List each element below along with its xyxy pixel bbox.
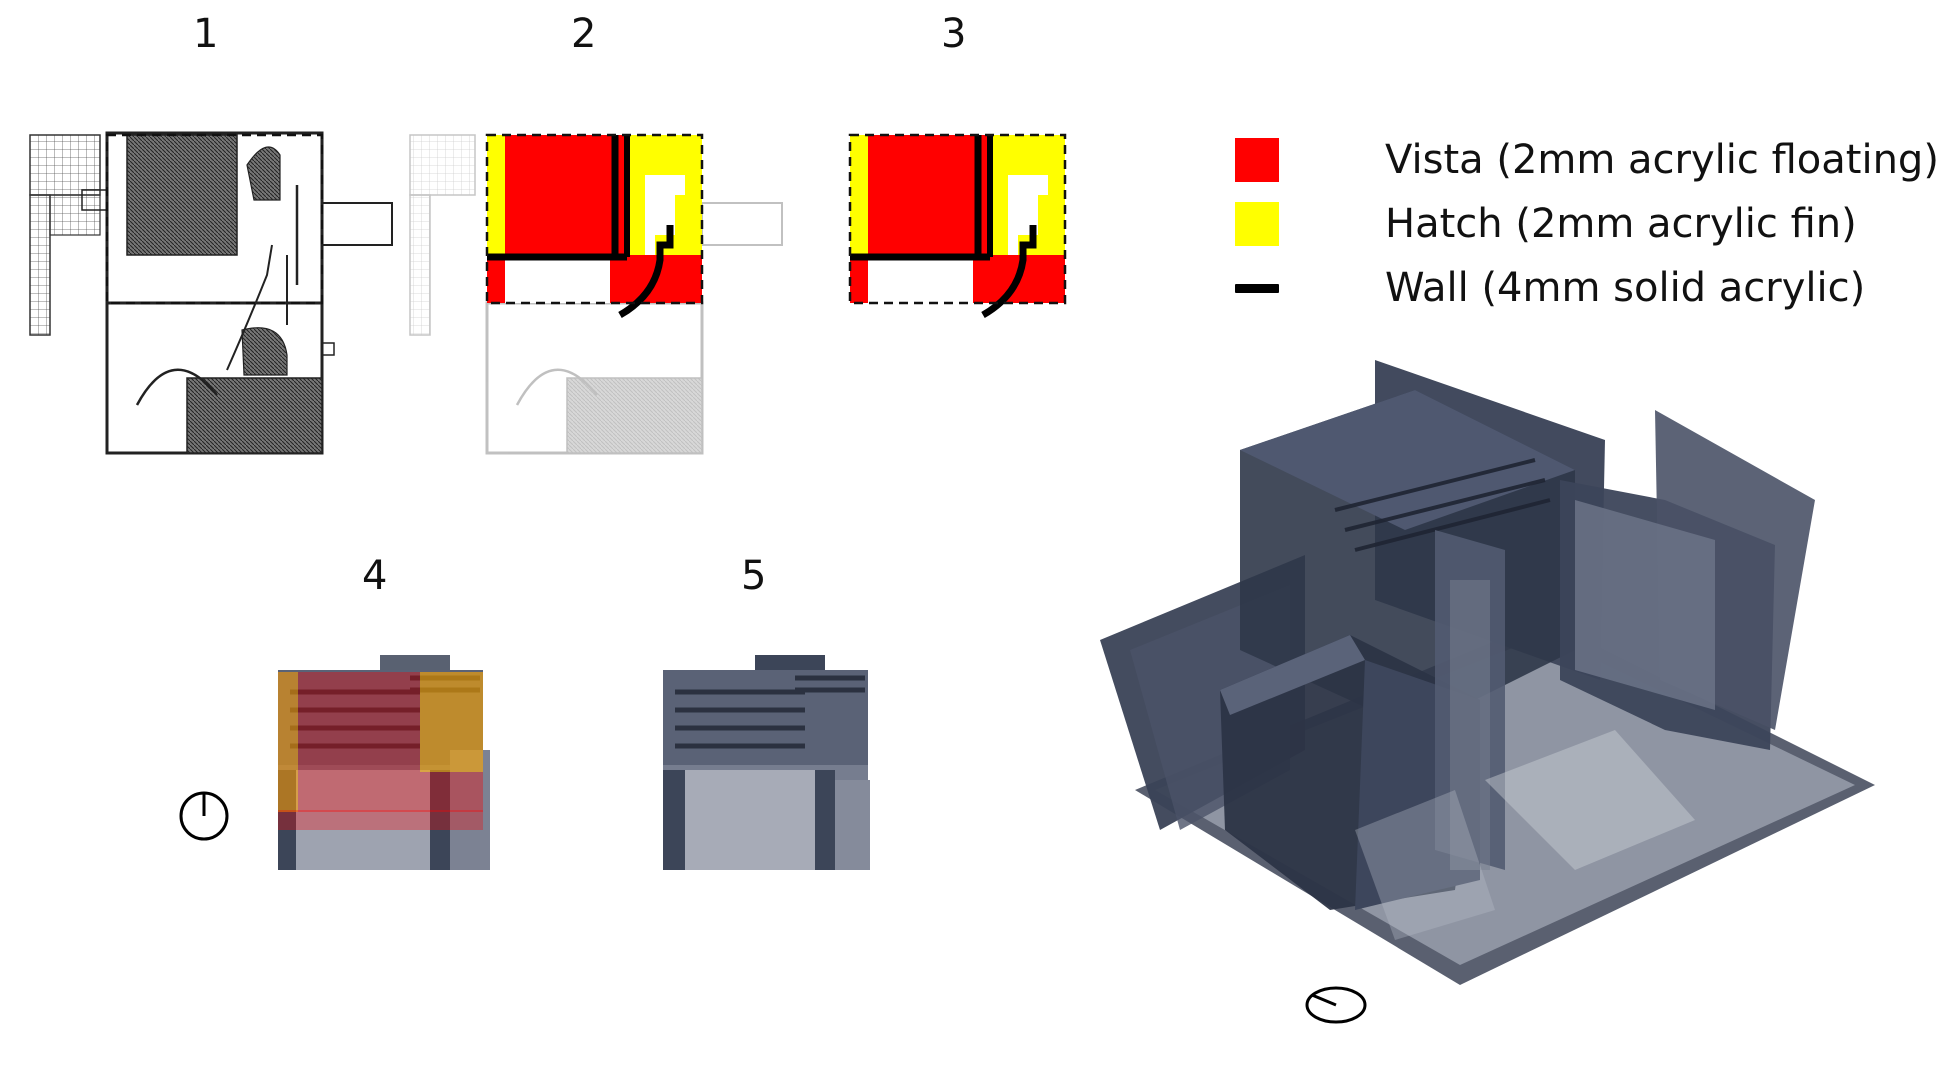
plan-overlay-diagram — [405, 125, 805, 465]
acrylic-model-photo — [1095, 350, 1885, 990]
panel-label-3: 3 — [941, 11, 967, 57]
floor-plan-drawing — [22, 125, 442, 465]
wall-swatch — [1235, 284, 1279, 293]
isolated-overlay-diagram — [848, 125, 1078, 325]
legend-item-hatch: Hatch (2mm acrylic fin) — [1235, 198, 1925, 248]
model-top-view — [645, 650, 885, 875]
hatch-swatch — [1235, 202, 1279, 246]
vista-swatch — [1235, 138, 1279, 182]
panel-label-2: 2 — [571, 11, 597, 57]
legend-item-wall: Wall (4mm solid acrylic) — [1235, 262, 1925, 312]
model-top-view-overlay — [270, 650, 510, 875]
north-arrow-icon — [178, 790, 230, 846]
legend-label-hatch: Hatch (2mm acrylic fin) — [1385, 201, 1857, 247]
panel-label-1: 1 — [193, 11, 219, 57]
panel-label-4: 4 — [362, 553, 388, 599]
legend-label-vista: Vista (2mm acrylic floating) — [1385, 137, 1939, 183]
panel-label-5: 5 — [741, 553, 767, 599]
legend-item-vista: Vista (2mm acrylic floating) — [1235, 134, 1939, 184]
north-arrow-icon — [1304, 985, 1368, 1029]
legend-label-wall: Wall (4mm solid acrylic) — [1385, 265, 1866, 311]
